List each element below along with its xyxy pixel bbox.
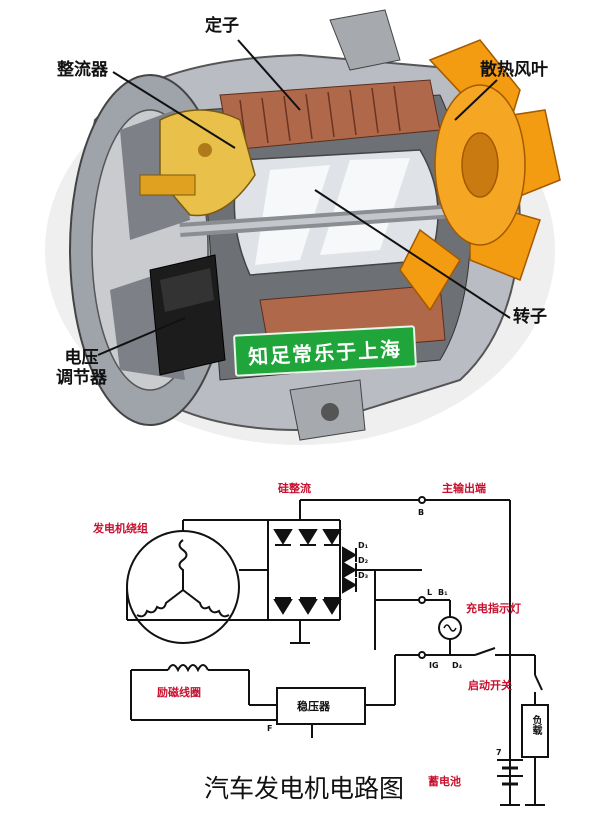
terminal-L: L [427,588,433,597]
terminal-D4: D₄ [452,661,463,670]
field-coil [167,664,209,673]
label-charge-lamp: 充电指示灯 [466,602,521,615]
terminal-B: B [418,508,425,517]
terminal-D2: D₂ [358,556,369,565]
terminal-F: F [267,724,273,733]
terminal-IG: IG [429,661,439,670]
label-rectifier: 整流器 [57,60,108,80]
label-load: 负载 [530,715,541,735]
label-rotor: 转子 [513,307,547,327]
cooling-fan [399,39,561,312]
label-main-output: 主输出端 [442,482,486,495]
diagram-title: 汽车发电机电路图 [203,774,404,803]
rectifier-diodes [273,529,357,615]
label-regulator: 稳压器 [297,700,330,713]
terminal-B1: B₁ [438,588,448,597]
voltage-regulator-box [276,687,366,725]
label-fan: 散热风叶 [480,60,548,80]
terminal-7: 7 [496,748,502,757]
label-generator-winding: 发电机绕组 [93,522,148,535]
terminal-D1: D₁ [358,541,369,550]
label-stator: 定子 [205,16,239,36]
label-start-switch: 启动开关 [468,679,512,692]
label-field-coil: 励磁线圈 [157,686,201,699]
label-voltage-regulator: 电压 调节器 [56,348,107,389]
start-switch [474,647,496,656]
terminal-D3: D₃ [358,571,369,580]
label-battery: 蓄电池 [428,775,461,788]
label-silicon-rectifier: 硅整流 [278,482,311,495]
